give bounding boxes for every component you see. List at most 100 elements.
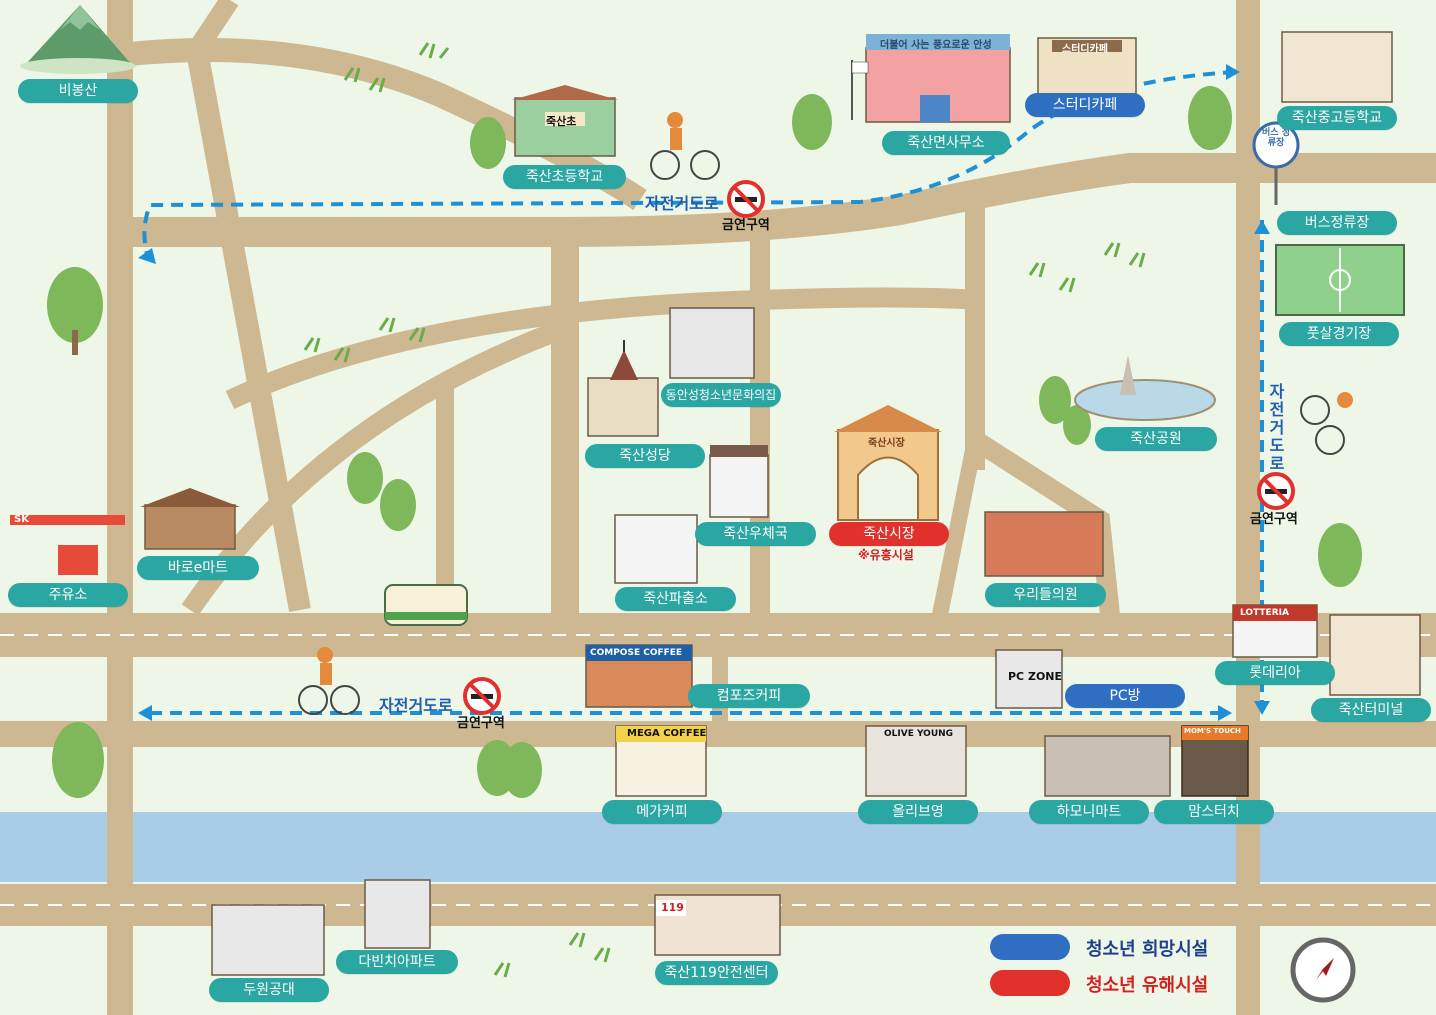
label-youth-center[interactable]: 동안성청소년문화의집 [661,383,781,407]
tree-icon [52,722,104,798]
police-building [614,514,698,584]
label-bibongsan[interactable]: 비봉산 [18,79,138,103]
school-sign: 죽산초 [546,115,577,128]
tree-icon [1063,405,1091,445]
label-office[interactable]: 죽산면사무소 [882,131,1010,155]
label-olive[interactable]: 올리브영 [858,800,978,824]
label-fire-station[interactable]: 죽산119안전센터 [655,961,778,985]
tree-icon [347,452,383,504]
park-pond [1074,379,1216,421]
moms-sign: MOM'S TOUCH [1184,727,1241,735]
label-post-office[interactable]: 죽산우체국 [695,522,816,546]
arrow-right-down [1254,701,1270,715]
bike-route-label-top: 자전거도로 [645,194,719,213]
label-church[interactable]: 죽산성당 [585,444,705,468]
legend-swatch-harm [990,970,1070,996]
youth-center-building [669,307,755,379]
gas-canopy [10,515,125,525]
legend-label-harm: 청소년 유해시설 [1086,975,1209,996]
label-pc-room[interactable]: PC방 [1065,684,1185,708]
arrow-bottom-right [1218,705,1232,721]
arrow-top-left [138,248,156,264]
buildings [10,31,1421,976]
mountain-icon [20,5,136,74]
label-mega[interactable]: 메가커피 [602,800,722,824]
bus-stop-sign: 버스 정류장 [1262,128,1290,148]
post-office-building [709,454,769,518]
pc-sign: PC ZONE [1008,670,1063,683]
cafe-sign: 스터디카페 [1062,44,1108,55]
label-study-cafe[interactable]: 스터디카페 [1025,93,1145,117]
bike-route-label-bottom: 자전거도로 [379,696,453,715]
tree-icon [792,94,832,150]
label-clinic[interactable]: 우리들의원 [985,583,1106,607]
label-harmony[interactable]: 하모니마트 [1029,800,1149,824]
fire-sign: 119 [661,901,684,914]
label-police[interactable]: 죽산파출소 [615,587,736,611]
legend-swatch-hope [990,934,1070,960]
no-smoking-icon [1256,471,1296,515]
label-high-school[interactable]: 죽산중고등학교 [1277,106,1397,130]
legend-label-hope: 청소년 희망시설 [1086,939,1209,960]
terminal-building [1329,614,1421,696]
label-daebinchi[interactable]: 다빈치아파트 [336,950,458,974]
arrow-right-up [1254,220,1270,234]
no-smoking-label-right: 금연구역 [1250,512,1298,527]
tree-icon [380,479,416,531]
harmony-building [1044,735,1171,797]
mid-curve-road [225,287,981,410]
no-smoking-label-bottom: 금연구역 [457,716,505,731]
label-moms[interactable]: 맘스터치 [1154,800,1274,824]
pc-building [995,649,1063,709]
tree-icon [502,742,542,798]
no-smoking-label-top: 금연구역 [722,218,770,233]
bike-route-label-right: 자전거도로 [1269,382,1285,473]
clinic-building [984,511,1104,577]
label-market[interactable]: 죽산시장 [829,522,949,546]
sk-sign: SK [14,514,29,525]
university-building [211,904,325,976]
label-doowon[interactable]: 두원공대 [209,978,329,1002]
no-smoking-icon [726,179,766,223]
tree-icon [470,117,506,169]
compose-sign: COMPOSE COFFEE [590,648,683,658]
label-bus-stop[interactable]: 버스정류장 [1277,211,1397,235]
trees [47,86,1362,798]
cyclist-icons [298,150,1345,715]
label-lotteria[interactable]: 롯데리아 [1215,661,1335,685]
church-building [587,377,659,437]
label-futsal[interactable]: 풋살경기장 [1279,322,1399,346]
label-terminal[interactable]: 죽산터미널 [1311,698,1431,722]
label-gas-station[interactable]: 주유소 [8,583,128,607]
tree-icon [47,267,103,343]
upper-road [120,153,1436,247]
label-mart[interactable]: 바로e마트 [137,556,259,580]
tree-icon [1318,523,1362,587]
olive-building [865,725,967,797]
label-compose[interactable]: 컴포즈커피 [688,684,810,708]
harmful-note: ※유흥시설 [858,548,914,562]
lotteria-sign: LOTTERIA [1240,608,1289,618]
compass-icon [1290,937,1356,1003]
grass [303,42,1146,978]
tree-icon [1188,86,1232,150]
mart-building [144,504,236,550]
olive-sign: OLIVE YOUNG [884,729,954,739]
office-sign: 더불어 사는 풍요로운 안성 [880,40,992,51]
cyclist-bodies [317,112,1353,685]
short-road [181,0,239,66]
arrow-top-right [1226,64,1240,80]
mega-sign: MEGA COFFEE [627,728,707,739]
diagonal-road-left [184,38,311,612]
no-smoking-icon [462,676,502,720]
market-sign: 죽산시장 [868,438,905,449]
arrow-bottom-left [138,705,152,721]
clinic-road [932,438,983,617]
school-building [514,97,616,157]
tree-icon [1039,376,1071,424]
highschool-building [1281,31,1393,103]
label-elementary-school[interactable]: 죽산초등학교 [503,165,626,189]
label-park[interactable]: 죽산공원 [1095,427,1217,451]
